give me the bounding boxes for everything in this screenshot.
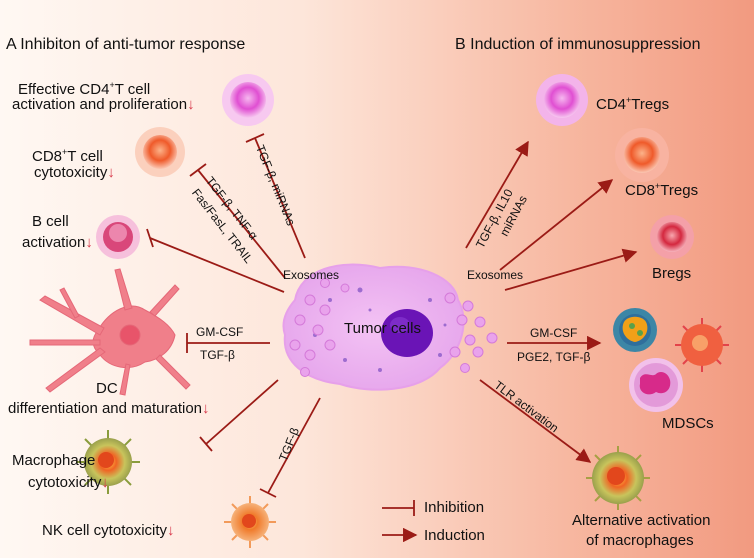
- induction-arrows: [465, 140, 638, 463]
- macrophage-label: Macrophage: [12, 452, 96, 469]
- exosomes-label-left: Exosomes: [283, 268, 340, 282]
- legend-symbols: [382, 500, 418, 543]
- dendritic-cell: [29, 268, 191, 396]
- decrease-arrow: ↓: [85, 234, 93, 251]
- nk-cell-label: NK cell cytotoxicity↓: [42, 522, 175, 539]
- b-cell: [96, 215, 140, 259]
- decrease-arrow: ↓: [101, 474, 109, 491]
- tumor-cell: [282, 263, 465, 391]
- dc-label-line2: differentiation and maturation↓: [8, 400, 210, 417]
- inhibition-lines: [146, 133, 321, 498]
- decrease-arrow: ↓: [167, 522, 175, 539]
- breg-cell: [650, 215, 694, 259]
- cd4-label: Effective CD4+T cell: [18, 80, 151, 98]
- decrease-arrow: ↓: [107, 164, 115, 181]
- cd8-treg-label: CD8+Tregs: [625, 181, 699, 199]
- mediator-gm-csf-right: GM-CSF: [530, 326, 578, 340]
- mediator-gm-csf-left: GM-CSF: [196, 325, 244, 339]
- b-cell-label-line2: activation↓: [22, 234, 93, 251]
- section-a-title: A Inhibiton of anti-tumor response: [6, 36, 246, 53]
- mdscs-label: MDSCs: [662, 415, 714, 432]
- dc-label: DC: [96, 380, 118, 397]
- cd4-label-line2: activation and proliferation↓: [12, 96, 195, 113]
- alt-macrophage-label-line2: of macrophages: [586, 532, 694, 549]
- cd8-treg-cell: [615, 128, 669, 182]
- section-b-title: B Induction of immunosuppression: [455, 36, 701, 53]
- exosome-vesicles: [289, 278, 498, 377]
- cd8-label: CD8+T cell: [32, 147, 103, 165]
- mediator-pge2-tgfb: PGE2, TGF-β: [517, 350, 591, 364]
- nk-cell: [224, 496, 276, 548]
- cd4-t-cell: [222, 74, 274, 126]
- decrease-arrow: ↓: [202, 400, 210, 417]
- macrophage: [76, 430, 140, 494]
- legend-induction: Induction: [424, 527, 485, 544]
- decrease-arrow: ↓: [187, 96, 195, 113]
- cd8-label-line2: cytotoxicity↓: [34, 164, 115, 181]
- legend-inhibition: Inhibition: [424, 499, 485, 516]
- cd4-treg-label: CD4+Tregs: [596, 95, 670, 113]
- macrophage-label-line2: cytotoxicity↓: [28, 474, 109, 491]
- alternative-macrophage: [586, 446, 650, 510]
- alt-macrophage-label: Alternative activation: [572, 512, 711, 529]
- cd8-t-cell: [135, 127, 185, 177]
- b-cell-label: B cell: [32, 213, 69, 230]
- tumor-cells-label: Tumor cells: [344, 320, 421, 337]
- exosomes-label-right: Exosomes: [467, 268, 524, 282]
- bregs-label: Bregs: [652, 265, 692, 282]
- cd4-treg-cell: [536, 74, 588, 126]
- mediator-tgfb-left: TGF-β: [200, 348, 235, 362]
- mdsc-cells: [613, 308, 729, 412]
